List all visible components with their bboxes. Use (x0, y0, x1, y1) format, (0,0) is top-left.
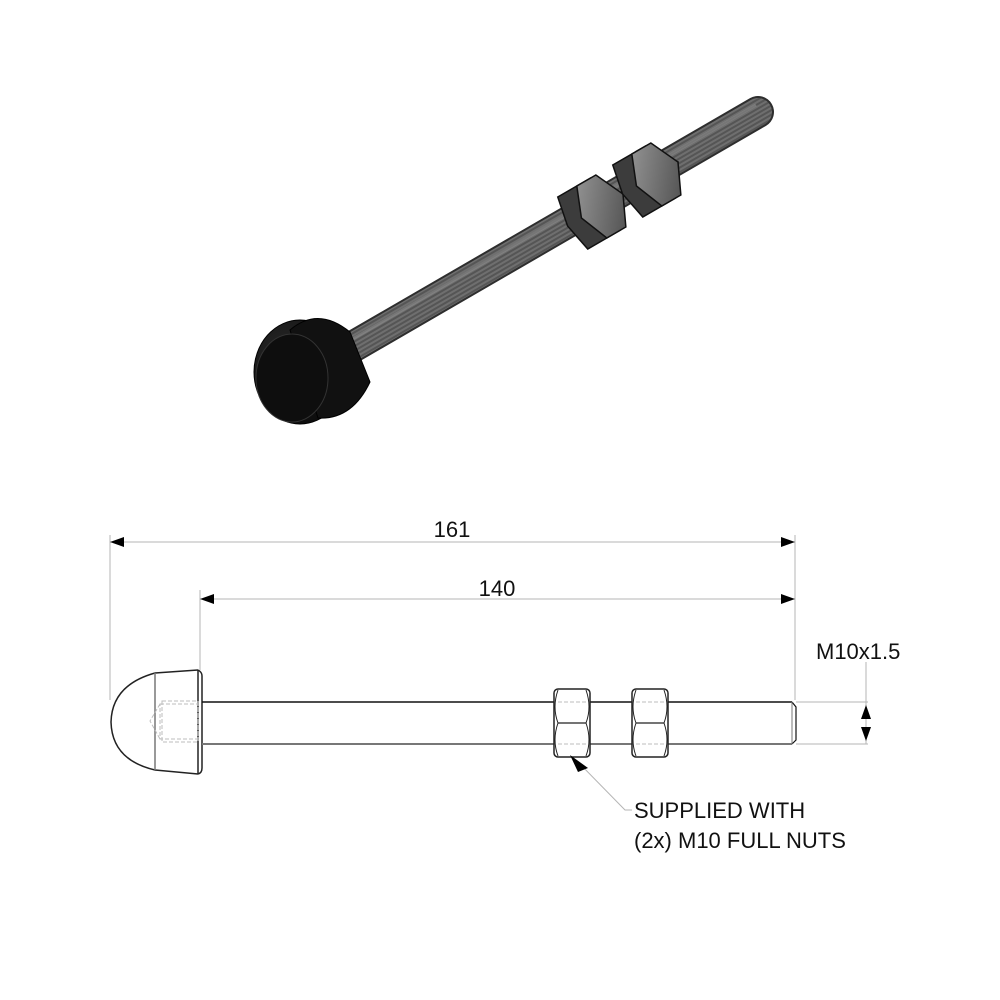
note-line-2: (2x) M10 FULL NUTS (634, 828, 846, 853)
hex-nut-profile-2 (631, 688, 669, 758)
rubber-dome-cap-iso (253, 318, 371, 425)
dimension-overall-length: 161 (110, 517, 795, 547)
threaded-rod-profile (202, 701, 797, 745)
rod-length-label: 140 (479, 576, 516, 601)
overall-length-label: 161 (434, 517, 471, 542)
hex-nut-iso-1 (556, 174, 627, 250)
hex-nut-iso-2 (611, 142, 682, 218)
note-line-1: SUPPLIED WITH (634, 798, 805, 823)
dimension-rod-length: 140 (200, 576, 795, 604)
threaded-rod-iso (314, 96, 774, 376)
thread-spec-label: M10x1.5 (816, 639, 900, 664)
dimension-thread-diameter: M10x1.5 (796, 639, 900, 745)
side-view: 161 140 (109, 517, 900, 853)
isometric-view (253, 96, 774, 425)
hex-nut-profile-1 (553, 688, 591, 758)
nut-callout: SUPPLIED WITH (2x) M10 FULL NUTS (570, 755, 846, 853)
dome-cap-profile (110, 669, 203, 775)
